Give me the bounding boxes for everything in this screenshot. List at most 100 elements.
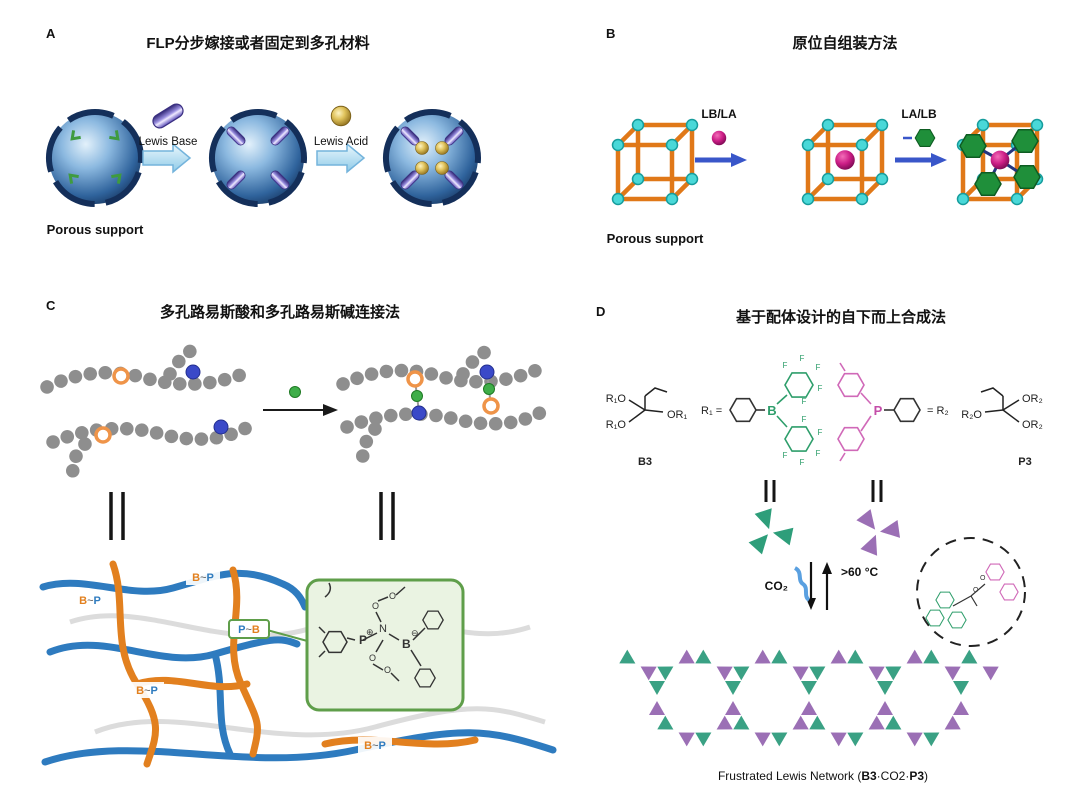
polymer-network: B~P B~P B~P B~P P~B xyxy=(39,560,557,768)
step1-arrow-b xyxy=(695,153,747,167)
lewis-acid-site xyxy=(482,397,500,415)
borane-ring-icon xyxy=(925,609,945,627)
bp-label: B~P xyxy=(192,572,214,584)
ligand-hexagon-icon xyxy=(1011,128,1039,154)
lewis-acid-icon xyxy=(435,141,449,155)
r1o-label: R₁O xyxy=(606,393,627,405)
linker-molecule-icon xyxy=(289,386,301,398)
framework-cube-assembled xyxy=(958,120,1043,205)
or1-label: OR₁ xyxy=(667,409,688,421)
step2-arrow-b xyxy=(895,153,947,167)
support-label-b: Porous support xyxy=(607,231,704,246)
equals-r2: = R₂ xyxy=(927,405,949,417)
lewis-acid-site xyxy=(112,367,130,385)
panel-c-graphic: 多孔路易斯酸和多孔路易斯碱连接法 xyxy=(39,303,557,768)
panel-b-label: B xyxy=(606,26,616,41)
adduct-inset: P ⊕ N B ⊖ O O O O xyxy=(305,578,465,712)
co2-label: CO₂ xyxy=(765,579,788,593)
r1-equals: R₁ = xyxy=(701,405,722,417)
oxygen-atom: O xyxy=(973,587,979,594)
bp-junction-labels: B~P B~P B~P B~P xyxy=(73,569,392,753)
p3-label: P3 xyxy=(1018,456,1031,468)
metal-node-icon xyxy=(835,150,855,170)
panel-c: 多孔路易斯酸和多孔路易斯碱连接法 xyxy=(25,292,570,797)
b3-label: B3 xyxy=(638,456,652,468)
panel-d-graphic: 基于配体设计的自下而上合成法 R₁O R₁O OR₁ B3 R₁ = B xyxy=(606,308,1043,783)
panel-a-graphic: FLP分步嫁接或者固定到多孔材料 Lewis Base xyxy=(46,34,481,237)
r1o-label: R₁O xyxy=(606,419,627,431)
linker-molecule-icon xyxy=(411,390,423,402)
ligand-hexagon-icon xyxy=(959,133,987,159)
f-label: F xyxy=(818,428,823,437)
f-label: F xyxy=(802,415,807,424)
b3-node-icon xyxy=(746,505,797,560)
f-label: F xyxy=(783,451,788,460)
adduct-zoom-circle: O O xyxy=(916,537,1026,647)
linking-arrow xyxy=(263,386,338,416)
boron-atom: B xyxy=(767,403,776,418)
plus-charge: ⊕ xyxy=(366,627,374,637)
equivalence-mark-left xyxy=(109,492,125,540)
f-label: F xyxy=(818,384,823,393)
lewis-base-site xyxy=(411,405,427,421)
ligand-hexagon-icon xyxy=(1013,164,1041,190)
step2-label-b: LA/LB xyxy=(901,107,937,121)
panel-b: 原位自组装方法 LB/LA LA/LB xyxy=(595,18,1070,263)
oxygen-atom: O xyxy=(372,601,379,611)
lewis-acid-icon xyxy=(415,161,429,175)
lewis-base-icon xyxy=(149,100,187,132)
borane-ring-icon xyxy=(947,611,967,629)
lewis-acid-site xyxy=(406,370,424,388)
or2-label: OR₂ xyxy=(1022,393,1043,405)
equivalence-mark-p3 xyxy=(871,480,883,502)
panel-a: FLP分步嫁接或者固定到多孔材料 Lewis Base xyxy=(30,18,560,263)
borane-ring-icon xyxy=(935,591,955,609)
lewis-base-site xyxy=(479,364,495,380)
oxygen-atom: O xyxy=(980,575,986,582)
panel-c-label: C xyxy=(46,298,56,313)
p3-node-icon xyxy=(855,505,903,558)
p3-core-structure: OR₂ OR₂ R₂O P3 xyxy=(961,387,1043,468)
borane-structure: B F F F F F F F F F F xyxy=(729,354,823,467)
phosphorus-atom: P xyxy=(359,633,367,647)
step1-arrow xyxy=(142,143,191,173)
panel-b-graphic: 原位自组装方法 LB/LA LA/LB xyxy=(607,34,1070,246)
panel-d-title: 基于配体设计的自下而上合成法 xyxy=(735,308,946,326)
oxygen-atom: O xyxy=(369,653,376,663)
network-caption: Frustrated Lewis Network (B3·CO2·P3) xyxy=(718,769,928,783)
f-label: F xyxy=(800,458,805,467)
equilibrium-arrows xyxy=(806,562,832,610)
temperature-label: >60 °C xyxy=(841,565,878,579)
lewis-acid-icon xyxy=(435,161,449,175)
polymer-chains-left xyxy=(40,341,260,481)
panel-b-title: 原位自组装方法 xyxy=(792,34,897,52)
lewis-acid-icon xyxy=(330,105,352,127)
linker-molecule-icon xyxy=(483,383,495,395)
co2-molecule-icon xyxy=(793,566,811,602)
framework-cube-metal xyxy=(803,120,888,205)
or2-label: OR₂ xyxy=(1022,419,1043,431)
phosphine-ring-icon xyxy=(999,583,1019,601)
f-label: F xyxy=(783,361,788,370)
step1-label-b: LB/LA xyxy=(701,107,737,121)
metal-node-icon xyxy=(711,130,727,146)
b3-core-structure: R₁O R₁O OR₁ B3 xyxy=(606,387,688,468)
porous-sphere-flp xyxy=(383,109,481,207)
panel-d: 基于配体设计的自下而上合成法 R₁O R₁O OR₁ B3 R₁ = B xyxy=(583,300,1078,798)
minus-charge: ⊖ xyxy=(411,628,419,638)
panel-d-label: D xyxy=(596,304,606,319)
bp-label: B~P xyxy=(364,740,386,752)
porous-sphere-with-base xyxy=(209,109,307,207)
porous-sphere-bare xyxy=(46,109,144,207)
panel-c-title: 多孔路易斯酸和多孔路易斯碱连接法 xyxy=(160,303,400,321)
framework-cube-empty xyxy=(613,120,698,205)
pb-label: P~B xyxy=(238,624,260,636)
boron-atom: B xyxy=(402,637,411,651)
equivalence-mark-b3 xyxy=(764,480,776,502)
panel-a-title: FLP分步嫁接或者固定到多孔材料 xyxy=(146,34,369,52)
oxygen-atom: O xyxy=(389,591,396,601)
f-label: F xyxy=(816,363,821,372)
r2o-label: R₂O xyxy=(961,409,982,421)
support-label-a: Porous support xyxy=(47,222,144,237)
